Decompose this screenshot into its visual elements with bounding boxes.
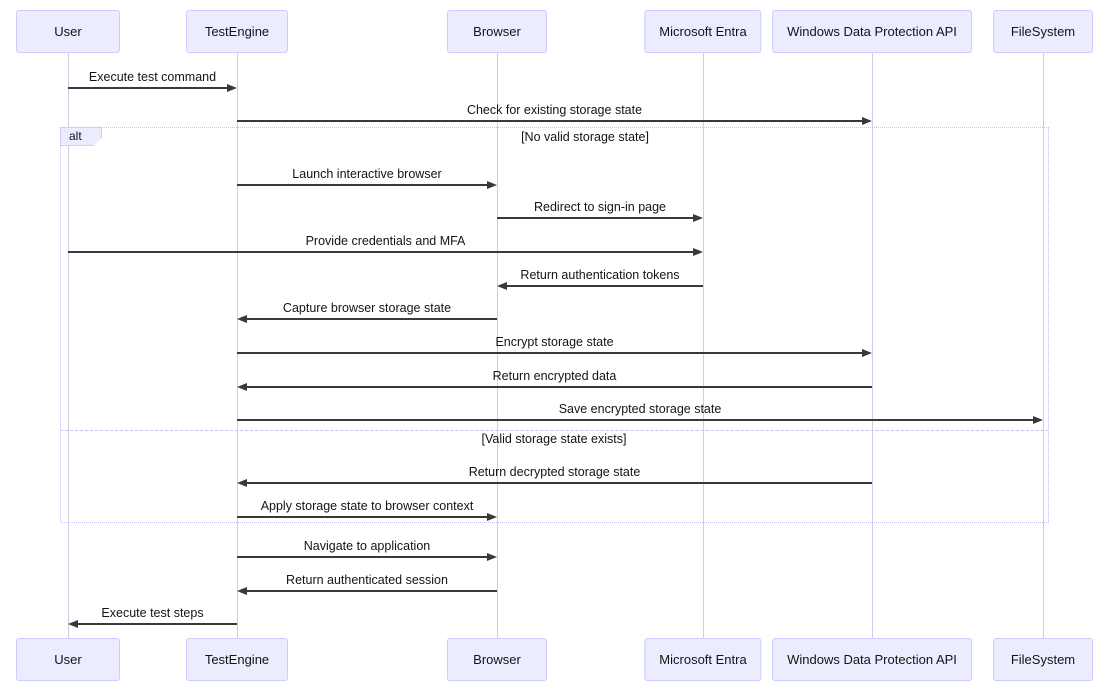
actor-box-bottom-entra: Microsoft Entra bbox=[644, 638, 762, 681]
message-arrowhead bbox=[237, 479, 247, 487]
message-arrowhead bbox=[693, 214, 703, 222]
message-arrowhead bbox=[237, 587, 247, 595]
message-label: Return authentication tokens bbox=[520, 268, 680, 282]
message-arrowhead bbox=[68, 620, 78, 628]
message-line bbox=[237, 556, 488, 558]
actor-box-top-dpapi: Windows Data Protection API bbox=[772, 10, 972, 53]
alt-section-divider bbox=[60, 430, 1049, 431]
message-label: Execute test command bbox=[88, 70, 217, 84]
message-line bbox=[237, 352, 863, 354]
message-label: Save encrypted storage state bbox=[558, 402, 722, 416]
message-line bbox=[237, 419, 1034, 421]
actor-box-top-testengine: TestEngine bbox=[186, 10, 288, 53]
message-line bbox=[246, 318, 497, 320]
message-label: Execute test steps bbox=[101, 606, 204, 620]
message-line bbox=[77, 623, 237, 625]
lifeline-dpapi bbox=[871, 53, 873, 638]
message-label: Launch interactive browser bbox=[292, 167, 442, 181]
message-line bbox=[246, 386, 872, 388]
actor-box-bottom-user: User bbox=[16, 638, 120, 681]
message-arrowhead bbox=[693, 248, 703, 256]
message-line bbox=[237, 120, 863, 122]
message-arrowhead bbox=[1033, 416, 1043, 424]
message-label: Check for existing storage state bbox=[466, 103, 643, 117]
actor-box-top-filesystem: FileSystem bbox=[993, 10, 1093, 53]
actor-box-bottom-dpapi: Windows Data Protection API bbox=[772, 638, 972, 681]
message-label: Redirect to sign-in page bbox=[533, 200, 667, 214]
lifeline-user bbox=[67, 53, 69, 638]
alt-guard-text: [No valid storage state] bbox=[521, 130, 649, 144]
message-label: Capture browser storage state bbox=[282, 301, 452, 315]
message-arrowhead bbox=[237, 383, 247, 391]
message-line bbox=[68, 87, 228, 89]
lifeline-entra bbox=[702, 53, 704, 638]
message-line bbox=[506, 285, 703, 287]
message-line bbox=[237, 516, 488, 518]
message-label: Encrypt storage state bbox=[495, 335, 614, 349]
message-label: Return decrypted storage state bbox=[468, 465, 641, 479]
alt-frame bbox=[60, 127, 1049, 523]
message-arrowhead bbox=[497, 282, 507, 290]
alt-frame-label: alt bbox=[60, 127, 102, 146]
actor-box-top-entra: Microsoft Entra bbox=[644, 10, 762, 53]
message-arrowhead bbox=[487, 181, 497, 189]
message-label: Provide credentials and MFA bbox=[305, 234, 466, 248]
message-arrowhead bbox=[227, 84, 237, 92]
message-label: Apply storage state to browser context bbox=[260, 499, 474, 513]
message-line bbox=[68, 251, 694, 253]
message-label: Navigate to application bbox=[303, 539, 431, 553]
message-line bbox=[497, 217, 694, 219]
message-line bbox=[237, 184, 488, 186]
actor-box-bottom-browser: Browser bbox=[447, 638, 547, 681]
actor-box-bottom-testengine: TestEngine bbox=[186, 638, 288, 681]
message-label: Return authenticated session bbox=[286, 573, 448, 587]
lifeline-browser bbox=[496, 53, 498, 638]
lifeline-filesystem bbox=[1042, 53, 1044, 638]
message-line bbox=[246, 482, 872, 484]
message-arrowhead bbox=[862, 117, 872, 125]
message-arrowhead bbox=[487, 553, 497, 561]
message-label: Return encrypted data bbox=[492, 369, 617, 383]
actor-box-bottom-filesystem: FileSystem bbox=[993, 638, 1093, 681]
message-arrowhead bbox=[862, 349, 872, 357]
message-arrowhead bbox=[237, 315, 247, 323]
actor-box-top-user: User bbox=[16, 10, 120, 53]
lifeline-testengine bbox=[236, 53, 238, 638]
actor-box-top-browser: Browser bbox=[447, 10, 547, 53]
message-arrowhead bbox=[487, 513, 497, 521]
alt-guard-text: [Valid storage state exists] bbox=[481, 432, 627, 446]
message-line bbox=[246, 590, 497, 592]
